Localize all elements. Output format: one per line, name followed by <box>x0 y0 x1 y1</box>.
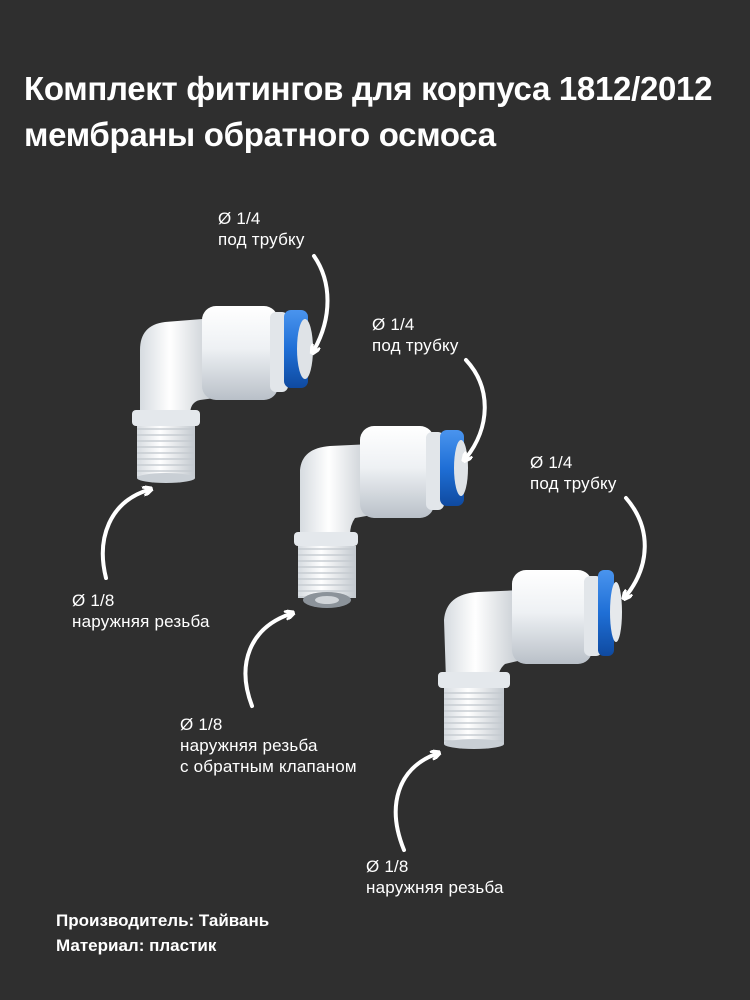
thread-desc: наружняя резьба <box>180 736 318 755</box>
tube-size: Ø 1/4 <box>530 453 573 472</box>
product-title: Комплект фитингов для корпуса 1812/2012 … <box>24 66 734 158</box>
tube-desc: под трубку <box>372 336 459 355</box>
fitting-2-tube-label: Ø 1/4 под трубку <box>372 314 459 356</box>
manufacturer-line: Производитель: Тайвань <box>56 911 270 930</box>
arrow-thread-2 <box>243 614 290 708</box>
fitting-3-thread-label: Ø 1/8 наружняя резьба <box>366 856 504 898</box>
fitting-3-elbow <box>438 570 622 749</box>
thread-size: Ø 1/8 <box>366 857 409 876</box>
arrow-thread-1 <box>100 490 148 580</box>
arrow-tube-3 <box>626 496 647 596</box>
arrow-thread-3 <box>393 754 436 852</box>
arrow-tube-2 <box>466 358 487 458</box>
thread-size: Ø 1/8 <box>180 715 223 734</box>
product-specs: Производитель: Тайвань Материал: пластик <box>56 908 269 958</box>
fitting-1-tube-label: Ø 1/4 под трубку <box>218 208 305 250</box>
thread-size: Ø 1/8 <box>72 591 115 610</box>
thread-desc: наружняя резьба <box>72 612 210 631</box>
title-line-2: мембраны обратного осмоса <box>24 116 496 153</box>
tube-desc: под трубку <box>218 230 305 249</box>
title-line-1: Комплект фитингов для корпуса 1812/2012 <box>24 70 713 107</box>
fitting-3-tube-label: Ø 1/4 под трубку <box>530 452 617 494</box>
fitting-2-elbow-check-valve <box>294 426 468 608</box>
material-line: Материал: пластик <box>56 936 217 955</box>
thread-desc: наружняя резьба <box>366 878 504 897</box>
fitting-1-thread-label: Ø 1/8 наружняя резьба <box>72 590 210 632</box>
fitting-2-thread-label: Ø 1/8 наружняя резьба с обратным клапано… <box>180 714 357 777</box>
tube-size: Ø 1/4 <box>218 209 261 228</box>
arrow-tube-1 <box>314 254 330 350</box>
fitting-1-elbow <box>132 306 313 483</box>
tube-desc: под трубку <box>530 474 617 493</box>
thread-note: с обратным клапаном <box>180 757 357 776</box>
tube-size: Ø 1/4 <box>372 315 415 334</box>
